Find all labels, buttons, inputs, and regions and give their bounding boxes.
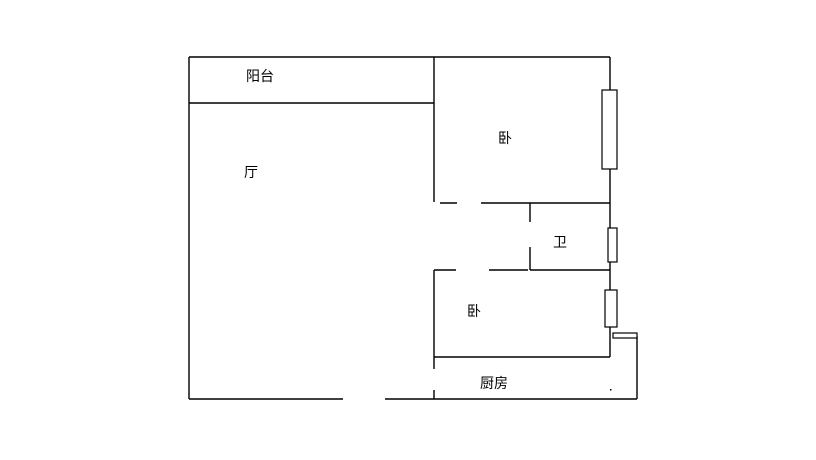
kitchen-dot: [610, 389, 612, 391]
room-label-kitchen: 厨房: [480, 376, 508, 392]
window-bedroom-lower: [604, 289, 618, 328]
room-label-bedroom-lower: 卧: [467, 304, 481, 320]
room-label-balcony: 阳台: [246, 69, 274, 85]
window-bedroom-upper: [601, 89, 618, 170]
room-label-bathroom: 卫: [553, 235, 567, 251]
walls: [188, 56, 638, 400]
window-kitchen: [612, 332, 638, 339]
room-label-bedroom-upper: 卧: [498, 131, 512, 147]
room-labels: 阳台 厅 卧 卫 卧 厨房: [244, 69, 567, 392]
windows: [601, 89, 638, 391]
room-label-living-room: 厅: [244, 165, 258, 181]
window-bathroom: [607, 227, 618, 263]
